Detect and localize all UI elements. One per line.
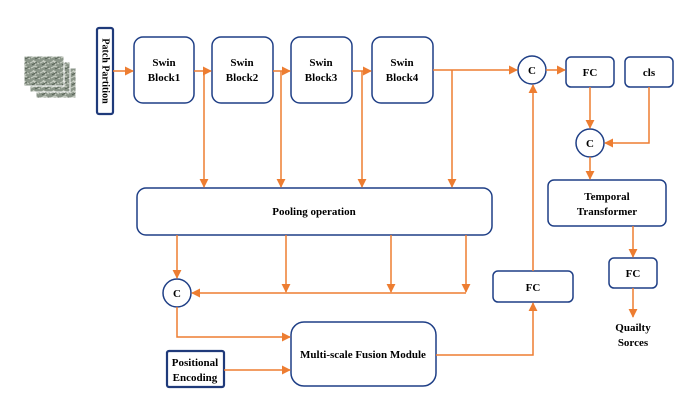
- multi-scale-fusion-label: Multi-scale Fusion Module: [300, 349, 426, 361]
- fc-block-output-label: FC: [626, 268, 641, 280]
- positional-encoding-line1: Positional: [172, 357, 218, 369]
- multi-scale-fusion-block: Multi-scale Fusion Module: [290, 321, 437, 387]
- concat-node-top-label: C: [528, 65, 536, 77]
- swin-block-1-line2: Block1: [148, 72, 180, 84]
- fc-block-top-label: FC: [583, 67, 598, 79]
- temporal-transformer-line1: Temporal: [584, 191, 629, 203]
- swin-block-2-line2: Block2: [226, 72, 259, 84]
- swin-block-3-line2: Block3: [305, 72, 338, 84]
- pooling-operation-label: Pooling operation: [272, 206, 355, 218]
- patch-partition-block: Patch Partition: [95, 26, 115, 116]
- concat-node-pool-label: C: [173, 288, 181, 300]
- edge-cls-to-concat: [604, 87, 650, 148]
- fc-block-middle-label: FC: [526, 282, 541, 294]
- temporal-transformer-block: Temporal Transformer: [547, 179, 667, 227]
- positional-encoding-line2: Encoding: [173, 372, 218, 384]
- cls-token-label: cls: [643, 67, 656, 79]
- concat-node-pool: C: [162, 278, 192, 308]
- positional-encoding-block: Positional Encoding: [165, 349, 226, 389]
- edge-fusion-to-fc: [436, 302, 538, 356]
- swin-block-1-line1: Swin: [152, 57, 175, 69]
- cls-token-block: cls: [624, 56, 674, 88]
- input-image-stack: [23, 55, 77, 99]
- fc-block-top: FC: [565, 56, 615, 88]
- fc-block-middle: FC: [492, 270, 574, 303]
- patch-partition-label: Patch Partition: [100, 38, 111, 104]
- edges: [113, 65, 650, 375]
- swin-block-1: Swin Block1: [133, 36, 195, 104]
- pooling-operation-block: Pooling operation: [136, 187, 493, 236]
- swin-block-4-line1: Swin: [390, 57, 413, 69]
- output-label-line1: Quailty: [615, 322, 651, 334]
- concat-node-top: C: [517, 55, 547, 85]
- temporal-transformer-line2: Transformer: [577, 206, 637, 218]
- fc-block-output: FC: [608, 257, 658, 289]
- swin-block-2-line1: Swin: [230, 57, 253, 69]
- swin-block-4-line2: Block4: [386, 72, 419, 84]
- swin-block-3: Swin Block3: [290, 36, 353, 104]
- swin-block-2: Swin Block2: [211, 36, 274, 104]
- swin-block-3-line1: Swin: [309, 57, 332, 69]
- concat-node-cls: C: [575, 128, 605, 158]
- swin-block-4: Swin Block4: [371, 36, 434, 104]
- concat-node-cls-label: C: [586, 138, 594, 150]
- output-label-line2: Sorces: [618, 337, 649, 349]
- edge-concat-to-fusion: [176, 307, 291, 342]
